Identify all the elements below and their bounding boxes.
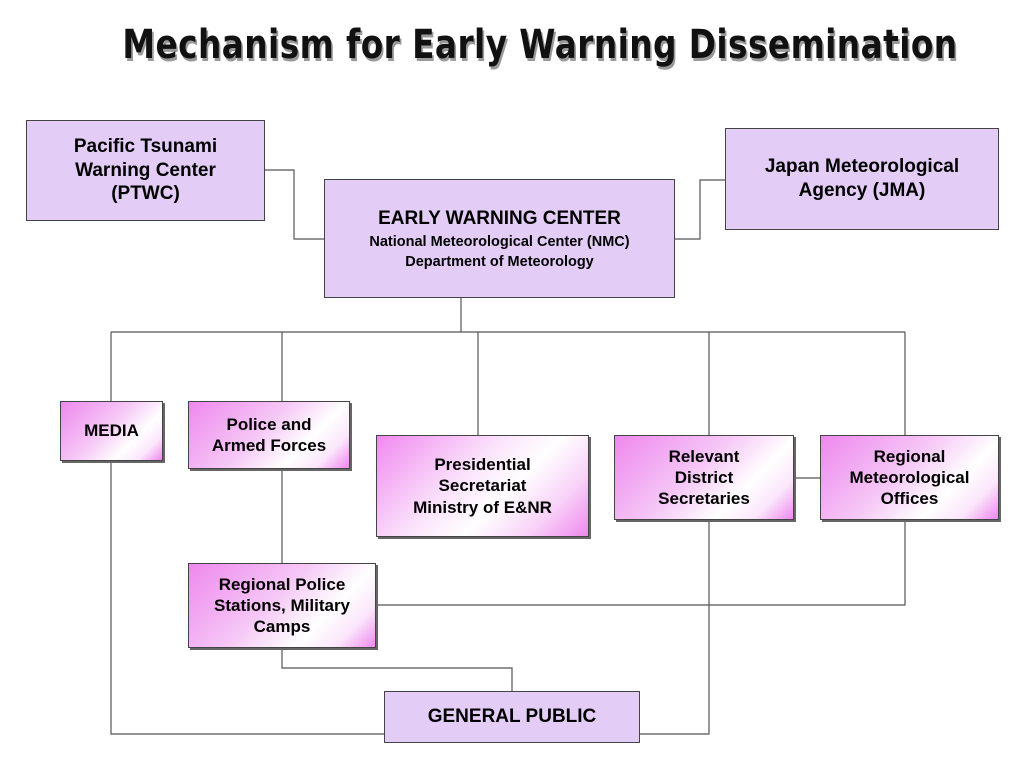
jma-line-2: Agency (JMA)	[798, 179, 926, 201]
district-line-1: Relevant	[668, 446, 740, 466]
public-label: GENERAL PUBLIC	[427, 706, 597, 728]
ptwc-line-1: Pacific Tsunami	[73, 135, 218, 157]
node-regional-police-stations: Regional Police Stations, Military Camps	[188, 563, 376, 648]
diagram-title: Mechanism for Early Warning Disseminatio…	[122, 22, 958, 68]
node-police-armed-forces: Police and Armed Forces	[188, 401, 350, 469]
ptwc-line-3: (PTWC)	[111, 183, 180, 205]
media-label: MEDIA	[84, 421, 139, 441]
connector-district-public	[639, 520, 710, 735]
node-general-public: GENERAL PUBLIC	[384, 691, 640, 743]
district-line-2: District	[674, 467, 734, 487]
connector-media-public	[110, 460, 385, 735]
connector-regional-stations	[376, 520, 906, 606]
presidential-line-3: Ministry of E&NR	[413, 497, 552, 517]
police-line-1: Police and	[226, 414, 312, 434]
regional-met-line-1: Regional	[873, 446, 946, 466]
ptwc-line-2: Warning Center	[75, 159, 216, 181]
regional-met-line-2: Meteorological	[849, 467, 970, 487]
police-line-2: Armed Forces	[211, 436, 327, 455]
node-early-warning-center: EARLY WARNING CENTER National Meteorolog…	[324, 179, 675, 298]
stations-line-1: Regional Police	[218, 574, 346, 594]
stations-line-2: Stations, Military	[213, 595, 351, 615]
connector-jma-ewc	[675, 179, 726, 240]
jma-line-1: Japan Meteorological	[764, 156, 960, 177]
node-media: MEDIA	[60, 401, 163, 461]
node-ptwc: Pacific Tsunami Warning Center (PTWC)	[26, 120, 265, 221]
district-line-3: Secretaries	[658, 489, 750, 509]
regional-met-line-3: Offices	[880, 489, 939, 509]
connector-stations-public	[281, 648, 513, 691]
ewc-line-1: National Meteorological Center (NMC)	[369, 233, 630, 250]
presidential-line-2: Secretariat	[438, 476, 527, 496]
stations-line-3: Camps	[253, 617, 311, 637]
node-jma: Japan Meteorological Agency (JMA)	[725, 128, 999, 230]
connector-ptwc-ewc	[264, 169, 325, 240]
ewc-line-2: Department of Meteorology	[405, 253, 594, 270]
presidential-line-1: Presidential	[434, 455, 531, 475]
node-presidential-secretariat: Presidential Secretariat Ministry of E&N…	[376, 435, 589, 537]
node-regional-met-offices: Regional Meteorological Offices	[820, 435, 999, 520]
ewc-heading: EARLY WARNING CENTER	[378, 208, 621, 229]
node-district-secretaries: Relevant District Secretaries	[614, 435, 794, 520]
